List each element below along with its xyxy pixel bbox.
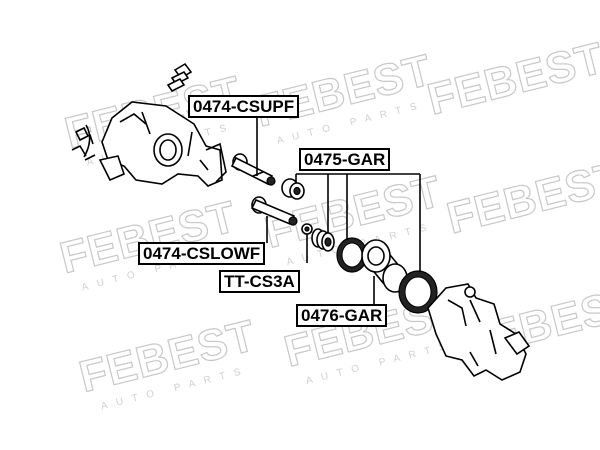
piston-drawing [361,239,408,293]
upper-slide-pin-drawing [230,153,276,186]
watermark-brand: FEBEST [442,152,600,243]
part-label-gar-kit: 0475-GAR [299,148,391,171]
caliper-bracket-drawing [427,283,531,381]
bleeder-cap-drawing [301,223,313,235]
lower-slide-pin-drawing [250,196,298,226]
part-label-cs3a: TT-CS3A [219,270,300,293]
dust-boot-drawing [311,228,335,252]
leader-lines [252,112,421,305]
bleeder-screw-drawing [166,62,193,93]
part-label-cslowf: 0474-CSLOWF [138,242,266,265]
pin-boot-drawing [281,178,305,200]
part-label-piston: 0476-GAR [296,304,388,327]
caliper-body-drawing [98,101,227,187]
part-label-csupf: 0474-CSUPF [188,95,300,118]
dust-seal-drawing [398,270,438,314]
spring-clip-drawing [71,124,96,161]
piston-seal-drawing [336,237,368,273]
watermark-brand: FEBEST [423,33,600,124]
leader-line-csupf-tick [252,171,264,177]
